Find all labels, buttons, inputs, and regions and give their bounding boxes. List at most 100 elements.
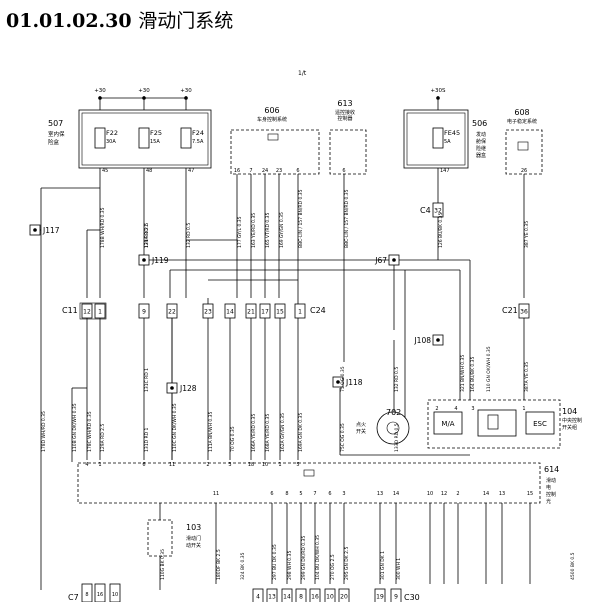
connector-c11-pin [94, 303, 106, 319]
wire-label: 321 BN/WH 0.35 [460, 355, 466, 392]
module-pin: 6 [328, 491, 331, 497]
wire-label: 133D RD 0.5 [394, 423, 400, 452]
component-pin: 2 [435, 406, 438, 412]
wire-label: 129A RD 2.5 [100, 424, 106, 452]
module-pin: 10 [427, 491, 433, 497]
module-pin: 6 [142, 462, 145, 468]
module-pin: 15 [527, 491, 533, 497]
component-desc: 开关 [356, 428, 366, 435]
module-pin: 11 [213, 491, 219, 497]
junction-dot [170, 386, 174, 390]
module-desc: 车身控制系统 [257, 116, 287, 123]
pin-number: 13 [268, 594, 276, 601]
splice-label: J117 [42, 226, 60, 235]
junction-dot [436, 338, 440, 342]
wire-label: 164 BU/BK 0.35 [470, 356, 476, 392]
connector-id: C30 [404, 593, 420, 602]
component-id: 103 [186, 523, 201, 532]
wire-label: 165 VT/RD 0.35 [265, 212, 271, 248]
wire-label: 75 OG 0.35 [340, 366, 346, 392]
wire-label: 178B WH/RD 0.35 [100, 207, 106, 248]
pin-number: 12 [83, 309, 91, 316]
wire-label: 110C GN DK/WH 0.35 [172, 403, 178, 452]
pin-number: 8 [299, 594, 303, 601]
supply-label: +30 [180, 88, 192, 94]
wire-label: 131A RD 1 [144, 224, 150, 248]
label-layer: +30+30+30+30S507室内保险盒F2230A45F2515A48F24… [41, 88, 582, 602]
connector-bottom-pin [390, 588, 402, 602]
fuse-box-inner [81, 112, 209, 166]
splice-label: J67 [374, 256, 387, 265]
module-id: 606 [264, 106, 279, 115]
connector-c4-pin [432, 202, 444, 218]
module-desc: 遥控接收 [335, 109, 355, 116]
wire-label: 129 RD 2.5 [144, 223, 150, 248]
fuse-box-desc: 器盒 [476, 152, 486, 159]
connector-bottom-pin [252, 588, 264, 602]
junction-dot [33, 228, 37, 232]
connector-c11-pin [245, 303, 257, 319]
module-pin: 12 [441, 491, 447, 497]
fuse-name: F24 [192, 129, 204, 137]
connector-c7-pin [81, 583, 93, 602]
module-pin: 26 [521, 168, 527, 174]
connector-c11-pin [166, 303, 178, 319]
module-608 [505, 129, 543, 175]
wire-label: 70 OG 0.35 [230, 426, 236, 452]
component-desc: 控制 [546, 491, 556, 498]
module-pin: 6 [296, 168, 299, 174]
button-label: ESC [533, 420, 547, 428]
connector-c21-pin [518, 303, 530, 319]
page-title: 01.01.02.30 滑动门系统 [6, 6, 233, 33]
module-pin: 2 [456, 491, 459, 497]
ignition-switch-icon [376, 411, 410, 445]
module-pin: 1 [98, 462, 101, 468]
connector-bottom-pin [266, 588, 278, 602]
wire-label: 324 BK 0.35 [240, 552, 246, 580]
pin-number: 16 [311, 594, 319, 601]
junction-dot [142, 258, 146, 262]
connector-bottom-pin [309, 588, 321, 602]
component-desc: 滑动 [546, 477, 556, 484]
module-pin: 4 [85, 462, 88, 468]
wire-label: 132 RD 0.5 [394, 367, 400, 392]
ecu-icon [303, 469, 315, 477]
supply-label: +30 [94, 88, 106, 94]
pin-number: 17 [261, 309, 269, 316]
module-pin: 18 [248, 462, 254, 468]
splice-label: J119 [151, 256, 169, 265]
connector-c7-pin [94, 583, 106, 602]
pin-number: 9 [394, 594, 398, 601]
door-switch-103 [147, 519, 173, 557]
supply-label: +30 [138, 88, 150, 94]
connector-c11-group [79, 302, 107, 320]
splice-label: J128 [179, 384, 197, 393]
junction-dot [184, 96, 188, 100]
fuse-box-desc: 险盒 [48, 138, 60, 146]
connector-bottom-pin [295, 588, 307, 602]
fuse-box-desc: 险继 [476, 145, 486, 152]
wire-label: 131D RD 1 [144, 427, 150, 452]
wire-label: 299 GN DK/RD 0.35 [301, 536, 307, 580]
pin-number: 4 [256, 594, 260, 601]
wire-label: 110G BK 0.35 [160, 549, 166, 580]
fuse-box-inner [406, 112, 466, 166]
connector-id: C7 [68, 593, 79, 602]
wire-label: 4500 BK 0.5 [570, 552, 576, 580]
module-pin: 1 [278, 462, 281, 468]
pin-number: 14 [226, 309, 234, 316]
pin-number: 14 [283, 594, 291, 601]
component-desc: 电 [546, 484, 551, 491]
module-id: 608 [514, 108, 529, 117]
fuse-F24 [180, 127, 192, 149]
pin-number: 22 [168, 309, 176, 316]
fuse-rating: 30A [106, 139, 116, 145]
module-desc: 电子稳定系统 [507, 118, 537, 125]
button-label: M/A [441, 420, 454, 428]
title-code: 01.01.02.30 [6, 10, 132, 32]
pin-number: 21 [247, 309, 255, 316]
wire-label: 300 WH 1 [396, 558, 402, 580]
fuse-name: F25 [150, 129, 162, 137]
connector-c7-pin [109, 583, 121, 602]
